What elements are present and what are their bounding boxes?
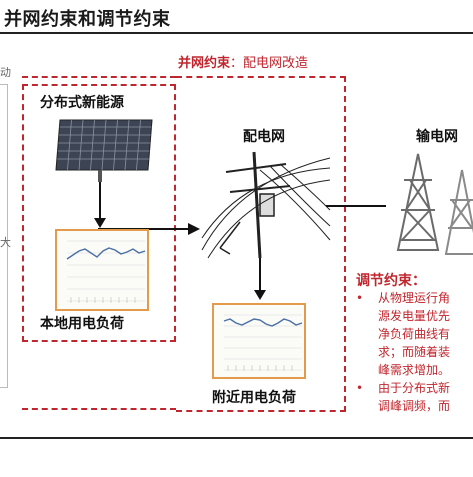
regulation-constraint-heading: 调节约束：	[356, 273, 426, 289]
local-area-box	[22, 84, 176, 342]
bullet-1-line-5: 峰需求增加。	[378, 363, 451, 377]
bullet-2-line-2: 调峰调频，而	[378, 399, 451, 413]
bullet-1-line-3: 净负荷曲线有	[378, 327, 451, 341]
bullet-2-line-1: 由于分布式新	[378, 381, 451, 395]
page-title: 并网约束和调节约束	[4, 9, 171, 30]
solar-panel-icon	[55, 119, 153, 182]
title-underline	[0, 32, 473, 34]
arrow-down-icon-2	[254, 258, 266, 300]
grid-constraint-box	[176, 76, 346, 412]
grid-constraint-box-bottom	[22, 408, 176, 410]
left-edge-char-1: 动	[0, 66, 11, 79]
bullet-marker: •	[356, 291, 364, 305]
bullet-1-line-1: 从物理运行角	[378, 291, 451, 305]
distribution-grid-label: 配电网	[243, 129, 285, 145]
nearby-load-chart-svg	[223, 314, 303, 371]
distributed-energy-label: 分布式新能源	[40, 95, 124, 111]
utility-pole-icon	[201, 151, 331, 259]
grid-constraint-label: 并网约束：配电网改造	[178, 52, 308, 71]
nearby-load-label: 附近用电负荷	[212, 390, 296, 406]
grid-constraint-label-rest: ：配电网改造	[230, 56, 309, 71]
transmission-tower-icon	[396, 153, 473, 255]
arrow-down-icon	[94, 182, 106, 228]
transmission-grid-label: 输电网	[416, 129, 458, 145]
left-edge-char-2: 大	[0, 236, 11, 249]
nearby-load-chart	[212, 303, 306, 379]
local-load-label: 本地用电负荷	[40, 316, 124, 332]
grid-connector-line	[326, 205, 386, 207]
local-load-chart	[55, 229, 149, 311]
bottom-rule	[0, 437, 473, 439]
bullet-1-line-4: 求；而随着装	[378, 345, 451, 359]
bullet-1-line-2: 源发电量优先	[378, 309, 451, 323]
local-load-chart-svg	[66, 240, 146, 303]
grid-constraint-label-bold: 并网约束	[178, 56, 231, 71]
left-side-panel	[0, 84, 8, 388]
grid-constraint-box-top	[22, 76, 176, 78]
bullet-marker: •	[356, 381, 364, 395]
